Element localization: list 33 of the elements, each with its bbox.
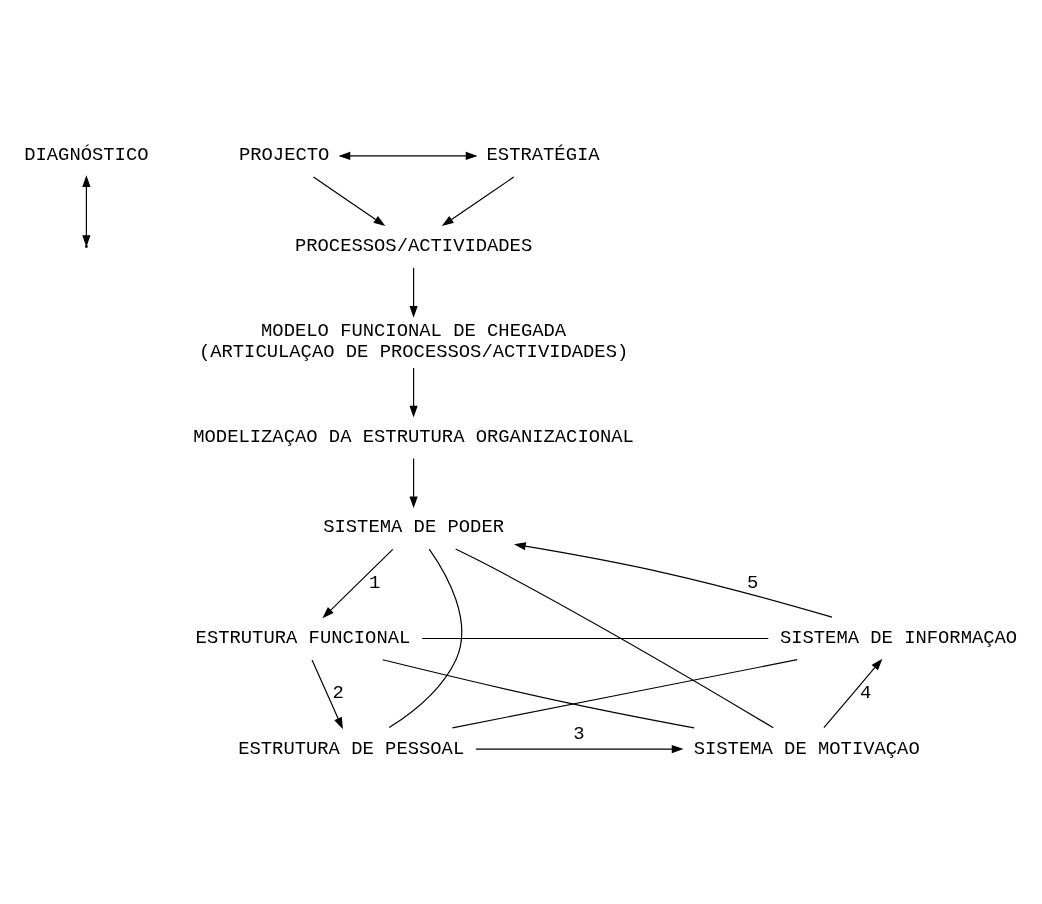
edge-label: 5: [746, 571, 759, 594]
edge-label: 3: [573, 722, 585, 745]
node-text: ESTRATÉGIA: [486, 143, 600, 166]
connector: [421, 637, 769, 639]
arrow: [409, 366, 418, 418]
node-text: MODELO FUNCIONAL DE CHEGADA (ARTICULAÇAO DE PROCESSOS/ACTIVIDADES): [198, 319, 629, 363]
node-text: ESTRUTURA DE PESSOAL: [238, 737, 465, 760]
arrow: [441, 176, 515, 226]
arrow: [312, 176, 386, 226]
connector: [388, 547, 463, 728]
node-text: DIAGNÓSTICO: [24, 143, 149, 166]
node-text: SISTEMA DE INFORMAÇAO: [779, 626, 1018, 649]
connector: [451, 658, 798, 728]
arrow: [82, 174, 91, 247]
node-text: SISTEMA DE PODER: [323, 515, 504, 538]
connector: [455, 547, 774, 728]
arrow: [322, 548, 394, 618]
arrow: [409, 266, 418, 318]
edge-label: 1: [369, 571, 381, 594]
arrow: [409, 457, 418, 508]
node-text: MODELIZAÇAO DA ESTRUTURA ORGANIZACIONAL: [193, 425, 634, 448]
node-text: SISTEMA DE MOTIVAÇAO: [693, 737, 920, 760]
arrow: [475, 744, 684, 753]
edge-label: 2: [332, 681, 344, 704]
edge-label: 4: [859, 681, 872, 704]
arrow: [338, 151, 478, 160]
arrow: [513, 541, 833, 618]
node-text: ESTRUTURA FUNCIONAL: [195, 626, 411, 649]
connector: [382, 658, 695, 728]
arrow: [823, 658, 883, 728]
node-text: PROCESSOS/ACTIVIDADES: [294, 234, 533, 257]
node-text: PROJECTO: [238, 143, 330, 166]
arrow: [311, 658, 343, 729]
